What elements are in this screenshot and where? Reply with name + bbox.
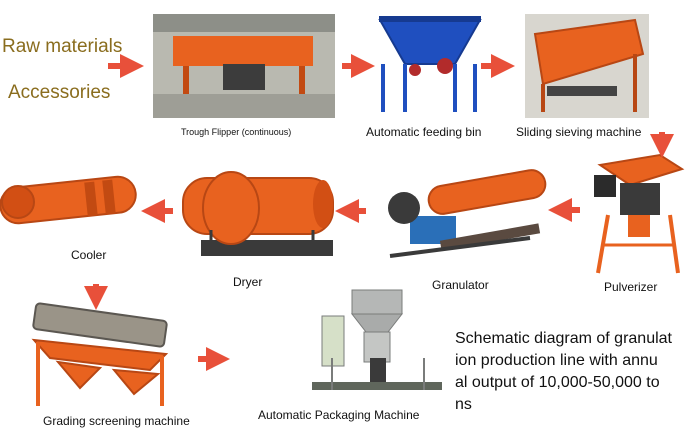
caption-granulator: Granulator: [432, 278, 489, 292]
packaging-machine-image: [312, 289, 442, 390]
granulator-image: [388, 169, 547, 258]
caption-feeding-bin: Automatic feeding bin: [366, 125, 482, 139]
cooler-image: [0, 175, 137, 225]
grading-machine-image: [31, 302, 169, 406]
caption-packaging: Automatic Packaging Machine: [258, 408, 420, 422]
raw-materials-label: Raw materials: [2, 36, 123, 57]
accessories-label: Accessories: [8, 82, 111, 103]
trough-flipper-image: [153, 14, 335, 118]
caption-pulverizer: Pulverizer: [604, 280, 658, 294]
caption-sieving: Sliding sieving machine: [516, 125, 642, 139]
caption-dryer: Dryer: [233, 275, 263, 289]
sieving-machine-image: [525, 14, 649, 118]
pulverizer-image: [594, 153, 685, 274]
diagram-description: Schematic diagram of granulat ion produc…: [455, 330, 672, 413]
feeding-bin-image: [378, 16, 482, 112]
caption-trough-flipper: Trough Flipper (continuous): [181, 127, 292, 137]
caption-grading: Grading screening machine: [43, 414, 190, 428]
dryer-image: [182, 171, 334, 256]
caption-cooler: Cooler: [71, 248, 107, 262]
